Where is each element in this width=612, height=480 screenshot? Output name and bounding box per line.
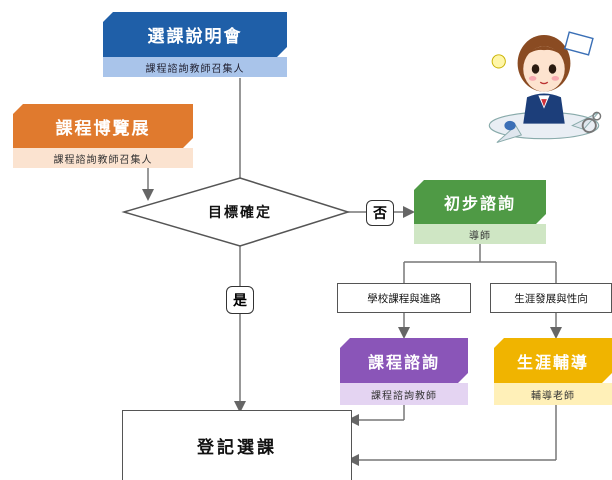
seminar-sub-box: 課程諮詢教師召集人: [103, 57, 287, 77]
career-guide-sub-box: 輔導老師: [494, 383, 612, 405]
career-guide-sub: 輔導老師: [531, 390, 575, 402]
decision-diamond: [121, 177, 351, 247]
fair-title: 課程博覽展: [55, 118, 151, 139]
course-consult-sub-box: 課程諮詢教師: [340, 383, 468, 405]
school-path-box: 學校課程與進路: [337, 283, 471, 313]
course-consult-title: 課程諮詢: [367, 352, 440, 372]
initial-title-box: 初步諮詢: [414, 180, 546, 224]
decision-label-box: 目標確定: [180, 200, 300, 224]
seminar-sub: 課程諮詢教師召集人: [145, 63, 245, 75]
yes-badge: 是: [226, 286, 254, 314]
school-path-label: 學校課程與進路: [367, 292, 441, 305]
career-direction-box: 生涯發展與性向: [490, 283, 612, 313]
register-box: 登記選課: [122, 410, 352, 480]
fair-sub: 課程諮詢教師召集人: [53, 154, 153, 166]
course-consult-sub: 課程諮詢教師: [371, 390, 437, 402]
no-badge: 否: [366, 200, 394, 226]
seminar-title: 選課說明會: [147, 27, 243, 47]
fair-title-box: 課程博覽展: [13, 104, 193, 148]
initial-sub-box: 導師: [414, 224, 546, 244]
decision-label: 目標確定: [208, 205, 272, 221]
girl-on-airplane-icon: [488, 31, 602, 143]
seminar-title-box: 選課說明會: [103, 12, 287, 57]
initial-sub: 導師: [469, 230, 491, 242]
initial-title: 初步諮詢: [443, 194, 516, 213]
fair-sub-box: 課程諮詢教師召集人: [13, 148, 193, 168]
career-direction-label: 生涯發展與性向: [514, 292, 588, 305]
career-guide-title-box: 生涯輔導: [494, 338, 612, 383]
no-label: 否: [373, 206, 387, 222]
register-label: 登記選課: [197, 438, 277, 458]
career-guide-title: 生涯輔導: [516, 352, 589, 372]
course-consult-title-box: 課程諮詢: [340, 338, 468, 383]
yes-label: 是: [233, 293, 247, 309]
